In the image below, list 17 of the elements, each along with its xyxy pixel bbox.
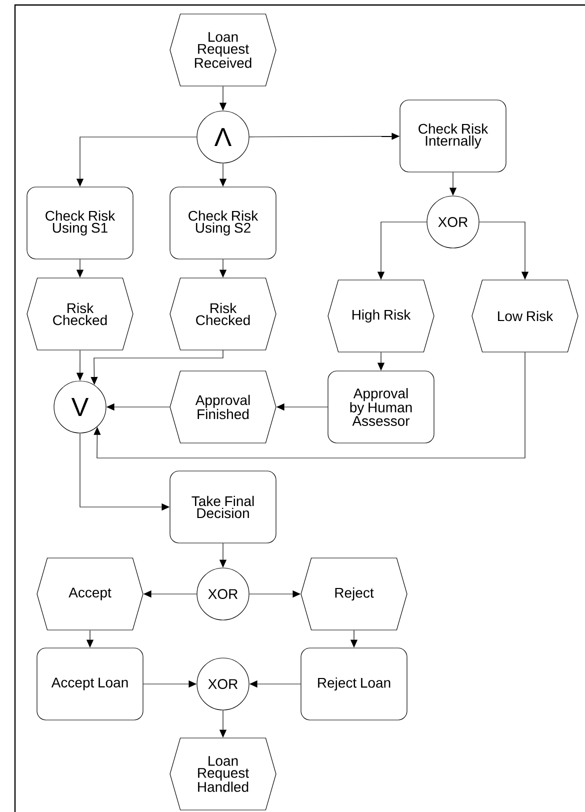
event-hexagon: High Risk xyxy=(328,280,434,352)
function-box: Check Risk Using S2 xyxy=(170,186,276,260)
function-box: Accept Loan xyxy=(36,648,144,720)
function-box: Approval by Human Assessor xyxy=(328,370,434,444)
event-hexagon: Risk Checked xyxy=(170,278,276,350)
function-box: Reject Loan xyxy=(300,648,408,720)
event-hexagon: Loan Request Received xyxy=(170,14,276,86)
function-box: Check Risk Using S1 xyxy=(26,186,134,260)
event-hexagon: Approval Finished xyxy=(170,370,276,444)
arrow xyxy=(94,352,526,458)
event-hexagon: Accept xyxy=(36,558,144,630)
event-hexagon: Reject xyxy=(300,558,408,630)
function-box: Take Final Decision xyxy=(170,470,276,544)
event-hexagon: Risk Checked xyxy=(26,278,134,350)
function-box: Check Risk Internally xyxy=(400,100,506,172)
event-hexagon: Loan Request Handled xyxy=(170,738,276,810)
event-hexagon: Low Risk xyxy=(472,280,578,352)
